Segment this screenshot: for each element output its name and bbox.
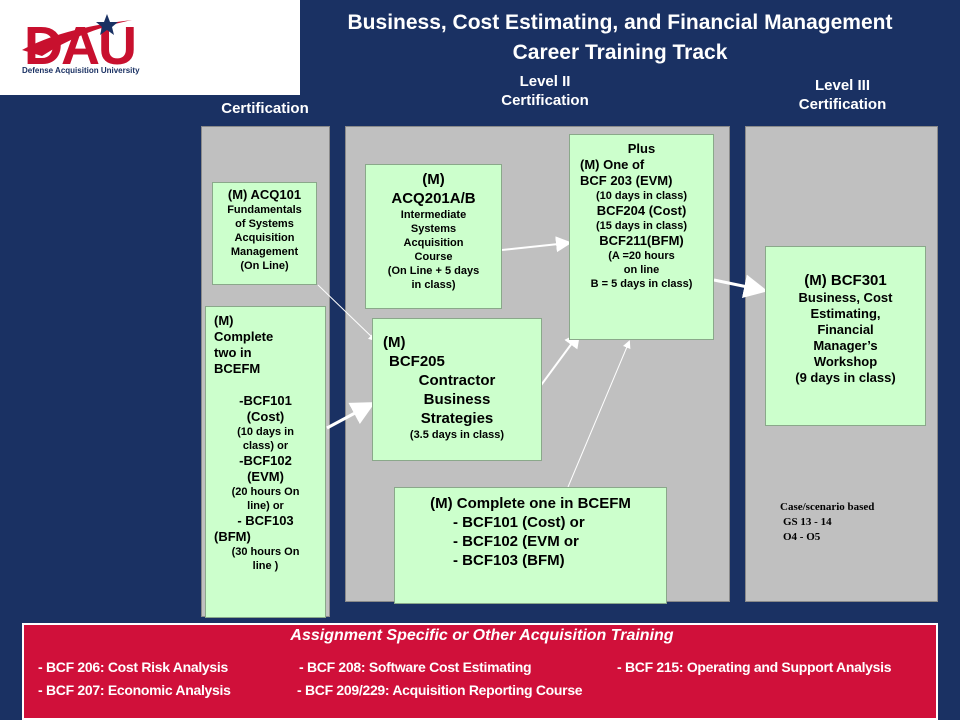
- acq101-line: Fundamentals: [227, 204, 302, 216]
- level-2-line-2: Certification: [501, 92, 589, 109]
- complete-two-line: two in: [214, 345, 252, 360]
- plus-line: B = 5 days in class): [590, 278, 693, 290]
- complete-one-line: - BCF101 (Cost) or: [453, 514, 585, 531]
- banner-title: Assignment Specific or Other Acquisition…: [290, 627, 674, 644]
- bottom-banner: Assignment Specific or Other Acquisition…: [22, 623, 938, 720]
- arrow-complete-two-to-bcf205: [326, 402, 376, 430]
- bcf205-line: Strategies: [420, 410, 494, 427]
- acq201-line: (M): [422, 171, 445, 188]
- box-bcf301: (M) BCF301 Business, Cost Estimating, Fi…: [765, 246, 926, 426]
- complete-two-line: line ): [252, 560, 279, 572]
- arrow-plus-to-bcf301: [713, 274, 768, 299]
- plus-line: (A =20 hours: [608, 250, 675, 262]
- svg-text:DAU: DAU: [24, 16, 135, 68]
- note-line: O4 - O5: [783, 531, 821, 543]
- box-plus-one-of: Plus (M) One of BCF 203 (EVM) (10 days i…: [569, 134, 714, 340]
- acq101-line: Acquisition: [234, 232, 295, 244]
- level-3-note: Case/scenario based GS 13 - 14 O4 - O5: [780, 500, 874, 545]
- arrow-bcf205-to-plus: [535, 331, 581, 393]
- level-1-line-2: Certification: [221, 100, 309, 117]
- bcf301-line: (9 days in class): [795, 370, 896, 385]
- bcf301-line: Financial: [817, 322, 874, 337]
- acq101-line: (M) ACQ101: [227, 187, 302, 202]
- arrow-complete-one-to-plus: [567, 340, 631, 488]
- acq101-line: (On Line): [240, 260, 289, 272]
- complete-two-line: (30 hours On: [231, 546, 300, 558]
- page-title: Business, Cost Estimating, and Financial…: [300, 8, 940, 68]
- complete-two-line: (BFM): [214, 529, 251, 544]
- acq101-line: of Systems: [235, 218, 294, 230]
- acq201-line: ACQ201A/B: [391, 190, 476, 207]
- complete-two-line: Complete: [214, 329, 274, 344]
- level-2-line-1: Level II: [519, 73, 571, 90]
- complete-two-line: (EVM): [247, 469, 284, 484]
- box-acq101: (M) ACQ101 Fundamentals of Systems Acqui…: [212, 182, 317, 285]
- note-line: GS 13 - 14: [783, 516, 832, 528]
- banner-item: - BCF 209/229: Acquisition Reporting Cou…: [297, 682, 583, 698]
- title-line-2: Career Training Track: [512, 41, 728, 64]
- bcf301-line: Estimating,: [810, 306, 881, 321]
- box-acq201: (M) ACQ201A/B Intermediate Systems Acqui…: [365, 164, 502, 309]
- level-3-line-2: Certification: [798, 96, 887, 113]
- plus-line: (15 days in class): [595, 220, 688, 232]
- complete-one-line: - BCF103 (BFM): [453, 552, 565, 569]
- plus-line: Plus: [627, 141, 656, 156]
- bcf205-line: (3.5 days in class): [409, 429, 505, 441]
- bcf301-line: Business, Cost: [798, 290, 893, 305]
- level-3-line-1: Level III: [814, 77, 871, 94]
- title-line-1: Business, Cost Estimating, and Financial…: [347, 11, 893, 34]
- bcf205-line: Contractor: [418, 372, 496, 389]
- level-1-header: Level I Certification: [200, 80, 330, 118]
- plus-line: (10 days in class): [595, 190, 688, 202]
- note-line: Case/scenario based: [780, 501, 875, 513]
- box-complete-one: (M) Complete one in BCEFM - BCF101 (Cost…: [394, 487, 667, 604]
- plus-line: (M) One of: [580, 157, 645, 172]
- bcf301-line: Workshop: [813, 354, 878, 369]
- dau-logo-icon: DAU: [22, 14, 137, 68]
- banner-item: - BCF 208: Software Cost Estimating: [299, 659, 532, 675]
- logo-subtitle: Defense Acquisition University: [22, 66, 140, 75]
- bcf301-line: (M) BCF301: [804, 272, 887, 289]
- acq201-line: Course: [414, 251, 453, 263]
- acq201-line: Intermediate: [400, 209, 467, 221]
- level-2-header: Level II Certification: [470, 72, 620, 110]
- arrow-acq201-to-plus: [501, 236, 572, 253]
- complete-two-line: class) or: [242, 440, 289, 452]
- complete-two-line: line) or: [247, 500, 284, 512]
- level-3-header: Level III Certification: [770, 76, 915, 114]
- complete-one-line: (M) Complete one in BCEFM: [430, 495, 631, 512]
- box-complete-two: (M) Complete two in BCEFM -BCF101 (Cost)…: [205, 306, 326, 618]
- plus-line: BCF204 (Cost): [596, 203, 687, 218]
- bcf205-line: (M): [383, 334, 406, 351]
- plus-line: BCF211(BFM): [599, 233, 684, 248]
- bcf205-line: Business: [423, 391, 491, 408]
- plus-line: on line: [623, 264, 660, 276]
- complete-two-line: (10 days in: [237, 426, 294, 438]
- bcf301-line: Manager’s: [813, 338, 878, 353]
- complete-two-line: -BCF101: [239, 393, 292, 408]
- arrow-acq101-to-bcf205: [317, 284, 377, 342]
- box-bcf205: (M) BCF205 Contractor Business Strategie…: [372, 318, 542, 461]
- logo-area: DAU Defense Acquisition University: [0, 0, 300, 95]
- complete-two-line: (M): [214, 313, 234, 328]
- complete-two-line: BCEFM: [214, 361, 261, 376]
- level-1-line-1: Level I: [241, 81, 289, 98]
- acq201-line: in class): [411, 279, 456, 291]
- bcf205-line: BCF205: [389, 353, 445, 370]
- acq201-line: (On Line + 5 days: [387, 265, 480, 277]
- acq201-line: Systems: [410, 223, 457, 235]
- complete-two-line: -BCF102: [239, 453, 292, 468]
- banner-item: - BCF 215: Operating and Support Analysi…: [617, 659, 892, 675]
- acq101-line: Management: [230, 246, 299, 258]
- complete-one-line: - BCF102 (EVM or: [453, 533, 579, 550]
- banner-item: - BCF 207: Economic Analysis: [38, 682, 231, 698]
- complete-two-line: (20 hours On: [231, 486, 300, 498]
- acq201-line: Acquisition: [403, 237, 464, 249]
- banner-item: - BCF 206: Cost Risk Analysis: [38, 659, 228, 675]
- complete-two-line: - BCF103: [237, 513, 294, 528]
- complete-two-line: (Cost): [246, 409, 285, 424]
- plus-line: BCF 203 (EVM): [580, 173, 673, 188]
